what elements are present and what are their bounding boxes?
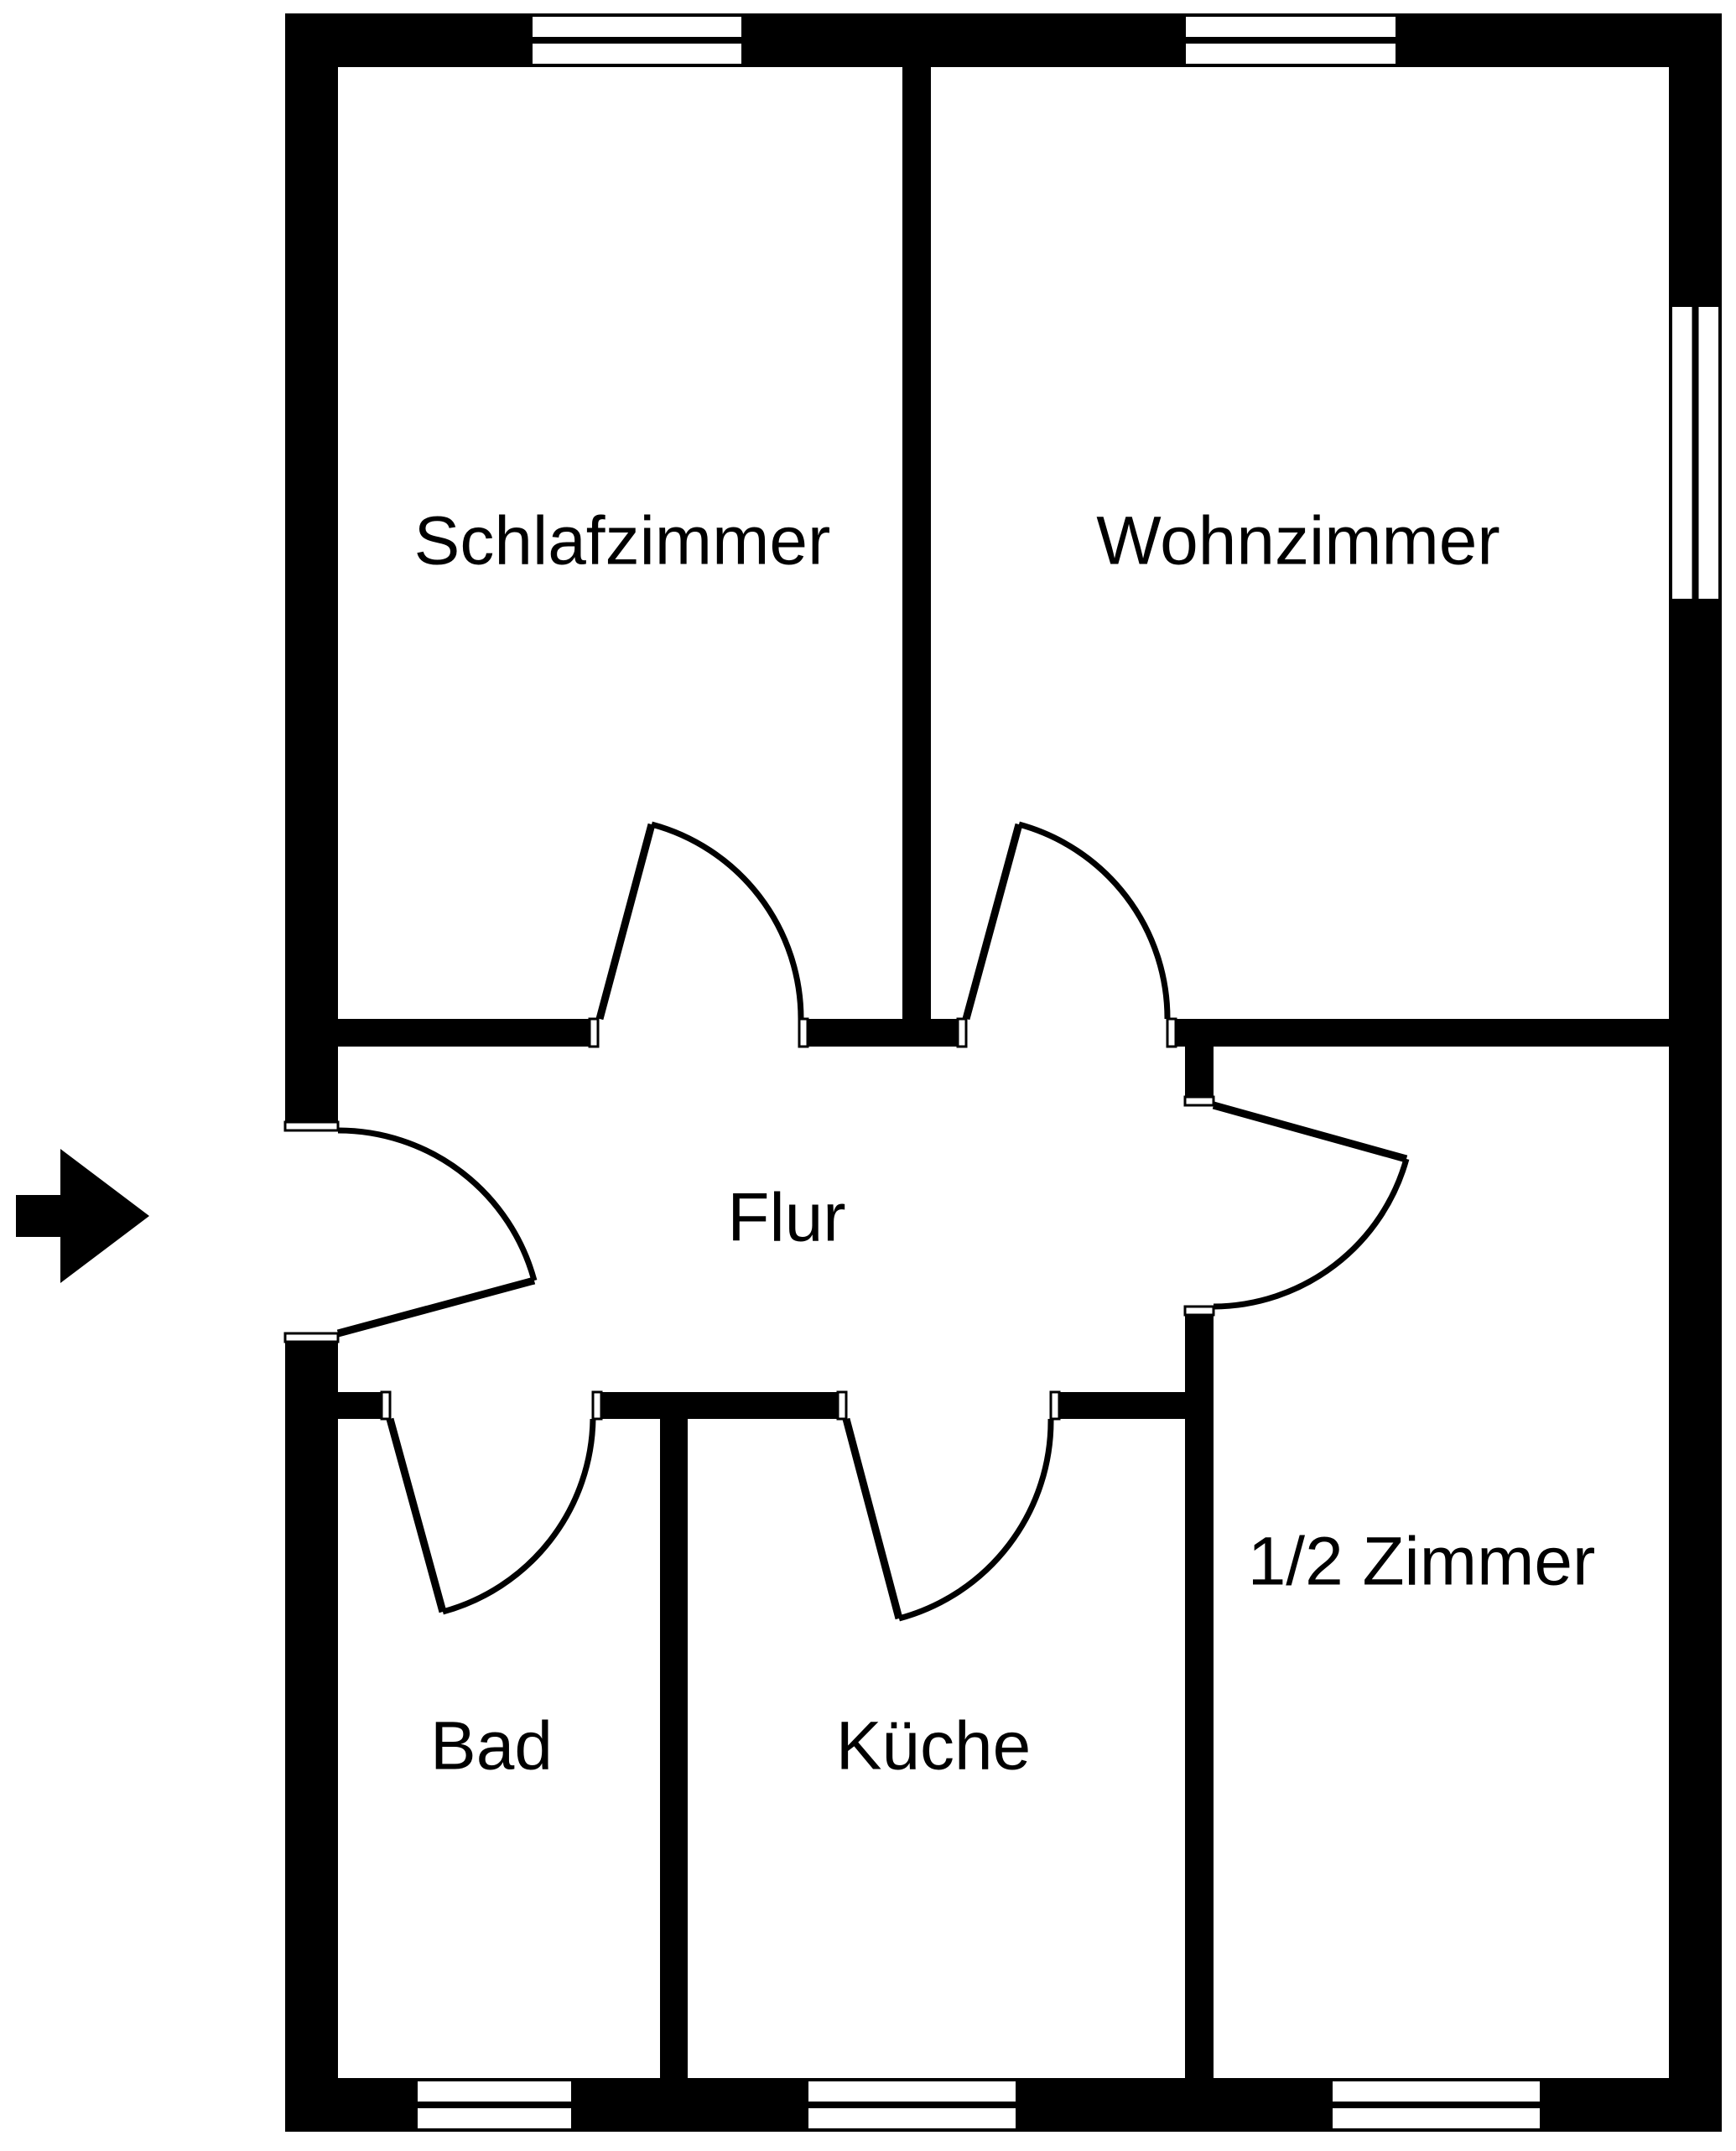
room-label-halb-zimmer: 1/2 Zimmer [1248,1524,1596,1600]
outer-wall-left-lower [285,1333,338,2132]
room-label-flur: Flur [727,1180,845,1256]
jamb-halbzimmer-top [1183,1095,1215,1107]
room-label-bad: Bad [430,1708,553,1785]
wall-flur-bottom-middle-segment [601,1392,838,1419]
door-schlafzimmer-leaf [595,823,656,1021]
door-halbzimmer-swing-arc [1213,1158,1410,1310]
jamb-entrance-bottom [283,1332,340,1343]
door-schlafzimmer-swing-arc [651,821,804,1020]
jamb-halbzimmer-bottom [1183,1305,1215,1317]
jamb-bad-right [591,1390,603,1421]
jamb-entrance-top [283,1120,340,1132]
window-bottom-halbzimmer-pane-2 [1329,2105,1543,2132]
window-right-wohnzimmer-pane-1 [1669,304,1696,602]
jamb-schlafzimmer-left [588,1017,600,1048]
door-bad-swing-arc [442,1418,596,1615]
jamb-schlafzimmer-right [798,1017,809,1048]
window-right-wohnzimmer-pane-2 [1695,304,1722,602]
room-label-schlafzimmer: Schlafzimmer [414,503,831,579]
door-halbzimmer-leaf [1212,1101,1408,1163]
window-bottom-bad-pane-1 [414,2078,574,2105]
door-kueche-swing-arc [898,1418,1054,1622]
jamb-wohnzimmer-left [956,1017,968,1048]
outer-wall-top [285,13,1722,67]
room-label-wohnzimmer: Wohnzimmer [1096,503,1500,579]
door-entrance-swing-arc [337,1127,538,1281]
window-bottom-kueche-pane-2 [805,2105,1019,2132]
wall-flur-top-left-segment [338,1019,591,1047]
door-wohnzimmer-leaf [962,823,1023,1021]
outer-wall-left-upper [285,13,338,1130]
door-wohnzimmer-swing-arc [1018,821,1171,1020]
door-kueche-leaf [842,1417,903,1620]
jamb-kueche-right [1049,1390,1061,1421]
window-bottom-kueche-pane-1 [805,2078,1019,2105]
wall-flur-bottom-left-segment [338,1392,382,1419]
wall-flur-top-right-segment [1176,1019,1669,1047]
wall-flur-top-middle-segment [808,1019,960,1047]
wall-bad-kueche [660,1419,688,2078]
window-bottom-bad-pane-2 [414,2105,574,2132]
entrance-arrow-icon [16,1149,149,1283]
jamb-bad-left [380,1390,392,1421]
door-bad-leaf [386,1417,447,1613]
room-label-kueche: Küche [836,1708,1032,1785]
window-top-schlafzimmer-pane-2 [529,40,745,67]
wall-halbzimmer-left-upper [1185,1047,1214,1097]
door-entrance-leaf [336,1276,536,1338]
jamb-wohnzimmer-right [1166,1017,1177,1048]
window-top-schlafzimmer-pane-1 [529,13,745,40]
window-top-wohnzimmer-pane-2 [1182,40,1399,67]
wall-schlafzimmer-wohnzimmer [902,67,931,1019]
window-bottom-halbzimmer-pane-1 [1329,2078,1543,2105]
wall-halbzimmer-left-lower [1185,1315,1214,2078]
wall-flur-bottom-right-segment [1059,1392,1185,1419]
window-top-wohnzimmer-pane-1 [1182,13,1399,40]
jamb-kueche-left [836,1390,848,1421]
